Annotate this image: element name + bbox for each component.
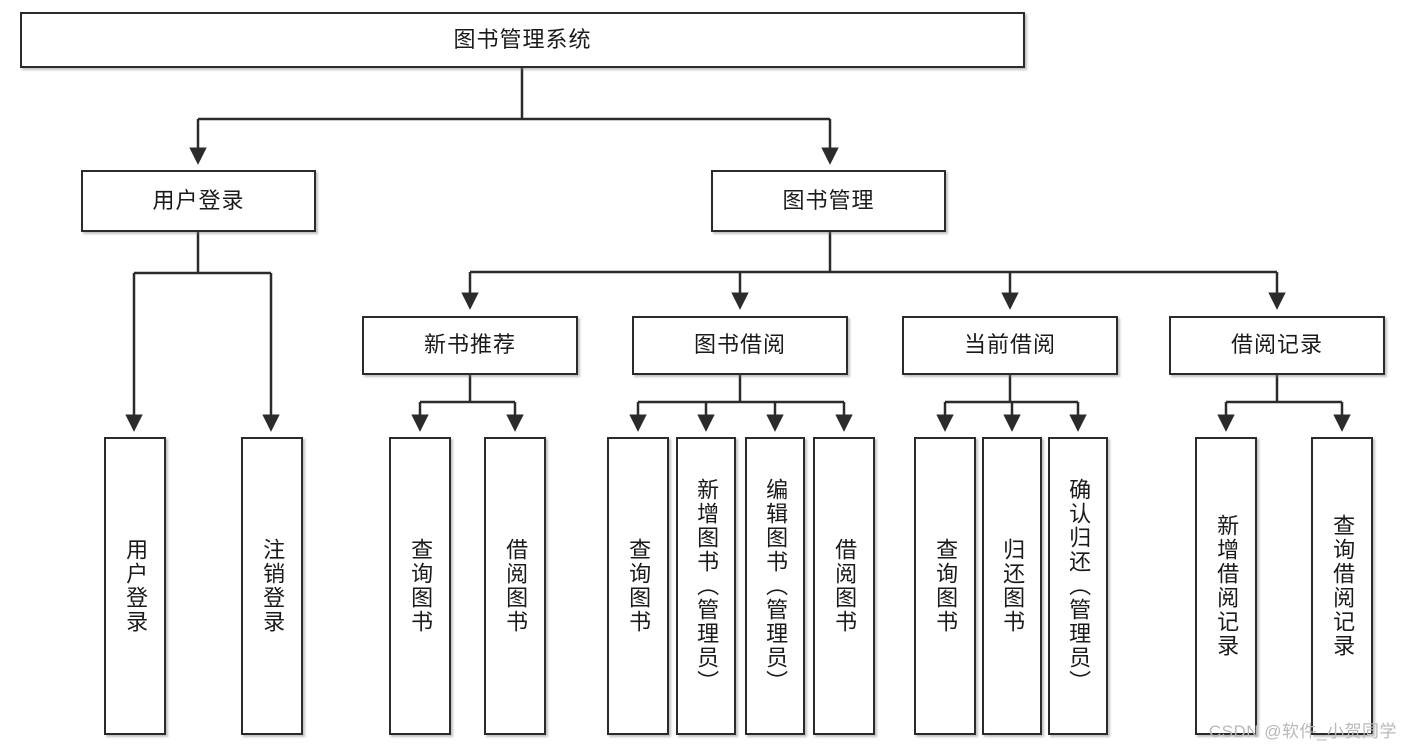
node-root-label: 图书管理系统	[453, 26, 592, 52]
leaf-current-return-book-label: 归还图书	[1000, 538, 1026, 634]
leaf-borrow-query-book-label: 查询图书	[626, 538, 652, 634]
leaf-current-query-book-label: 查询图书	[933, 538, 959, 634]
node-book-borrow-label: 图书借阅	[693, 332, 786, 358]
node-user-login-label: 用户登录	[152, 187, 245, 213]
leaf-newbook-borrow-book[interactable]: 借阅图书	[484, 437, 546, 735]
leaf-borrow-lend-book-label: 借阅图书	[832, 538, 858, 634]
node-borrow-records[interactable]: 借阅记录	[1169, 316, 1385, 375]
node-root[interactable]: 图书管理系统	[20, 12, 1025, 68]
leaf-borrow-query-book[interactable]: 查询图书	[607, 437, 669, 735]
leaf-borrow-edit-book-label: 编辑图书（管理员）	[763, 478, 789, 694]
leaf-newbook-query-book[interactable]: 查询图书	[389, 437, 451, 735]
leaf-current-confirm-return[interactable]: 确认归还（管理员）	[1048, 437, 1108, 735]
leaf-records-query-record[interactable]: 查询借阅记录	[1311, 437, 1373, 735]
leaf-borrow-edit-book[interactable]: 编辑图书（管理员）	[745, 437, 805, 735]
node-new-book-recommend[interactable]: 新书推荐	[362, 316, 578, 375]
node-book-borrow[interactable]: 图书借阅	[632, 316, 848, 375]
leaf-records-add-record[interactable]: 新增借阅记录	[1195, 437, 1257, 735]
leaf-user-logout[interactable]: 注销登录	[241, 437, 303, 735]
node-book-management[interactable]: 图书管理	[711, 170, 946, 232]
leaf-records-query-record-label: 查询借阅记录	[1330, 514, 1356, 658]
leaf-newbook-query-book-label: 查询图书	[408, 538, 434, 634]
leaf-user-login-label: 用户登录	[123, 538, 149, 634]
leaf-current-return-book[interactable]: 归还图书	[982, 437, 1042, 735]
leaf-borrow-add-book-label: 新增图书（管理员）	[694, 478, 720, 694]
leaf-records-add-record-label: 新增借阅记录	[1214, 514, 1240, 658]
node-borrow-records-label: 借阅记录	[1230, 332, 1323, 358]
leaf-current-query-book[interactable]: 查询图书	[914, 437, 976, 735]
leaf-current-confirm-return-label: 确认归还（管理员）	[1066, 478, 1092, 694]
node-user-login[interactable]: 用户登录	[81, 170, 316, 232]
leaf-borrow-add-book[interactable]: 新增图书（管理员）	[676, 437, 736, 735]
node-current-borrow[interactable]: 当前借阅	[902, 316, 1118, 375]
leaf-borrow-lend-book[interactable]: 借阅图书	[813, 437, 875, 735]
node-current-borrow-label: 当前借阅	[963, 332, 1056, 358]
node-book-management-label: 图书管理	[782, 187, 875, 213]
node-new-book-recommend-label: 新书推荐	[423, 332, 516, 358]
leaf-user-login[interactable]: 用户登录	[104, 437, 166, 735]
leaf-newbook-borrow-book-label: 借阅图书	[503, 538, 529, 634]
leaf-user-logout-label: 注销登录	[260, 538, 286, 634]
